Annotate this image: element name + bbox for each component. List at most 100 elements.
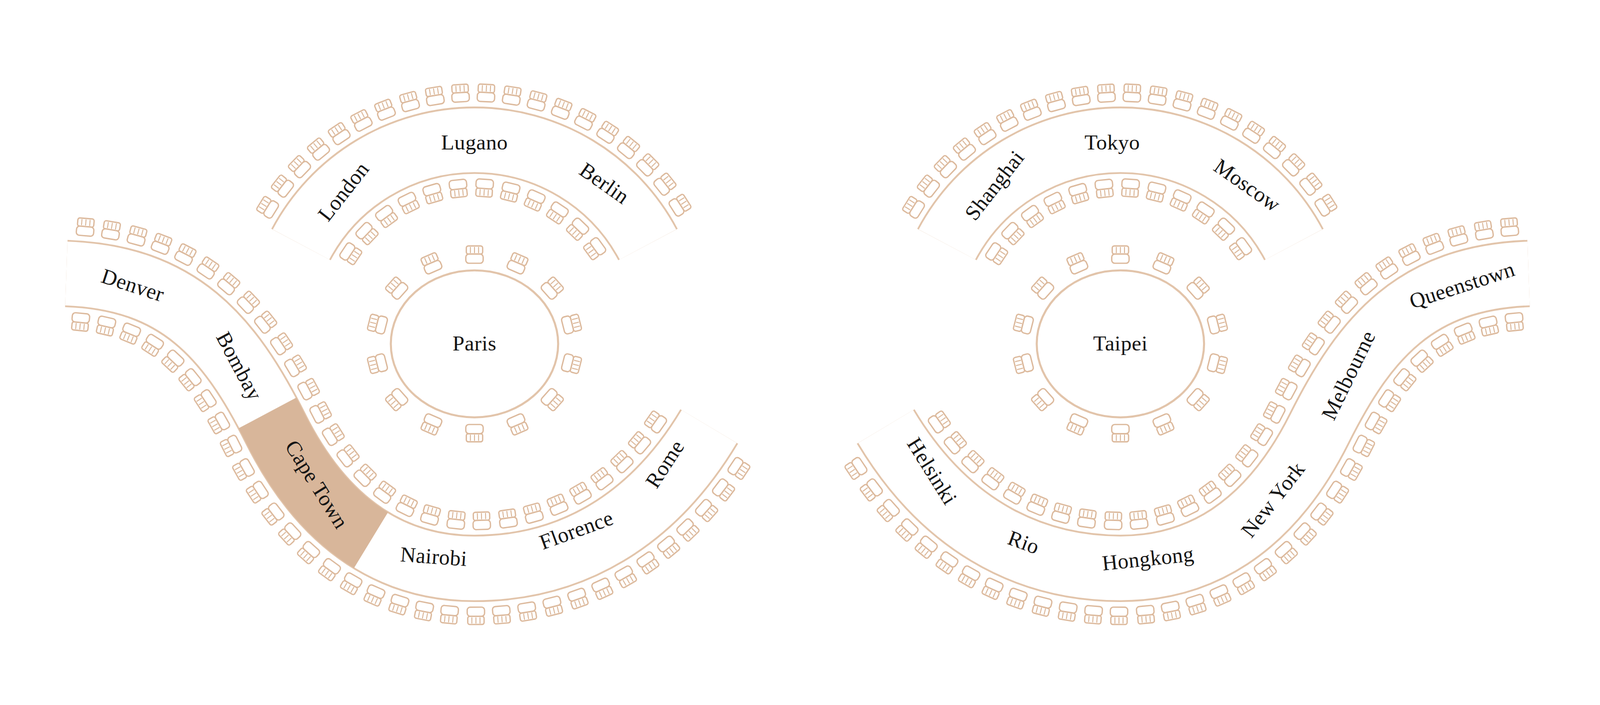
chair	[399, 91, 421, 113]
table-name: Helsinki	[902, 433, 962, 509]
round-table: Taipei	[1093, 332, 1148, 356]
table-section: Bombay	[211, 328, 267, 405]
chair	[1084, 605, 1103, 624]
table-band-fill	[301, 140, 648, 245]
table-section: Melbourne	[1317, 327, 1381, 424]
table-section: Lugano	[441, 131, 508, 155]
round-table: Paris	[452, 332, 497, 356]
chair	[354, 221, 379, 246]
chair	[957, 565, 981, 589]
chair	[668, 193, 692, 217]
chair	[1352, 434, 1376, 458]
table-section: Rome	[641, 436, 690, 493]
chair	[1430, 333, 1454, 357]
chair	[1020, 204, 1045, 229]
chair	[338, 241, 363, 266]
table-name: Shanghai	[960, 146, 1029, 225]
table-section: New York	[1237, 458, 1310, 543]
chair	[980, 466, 1005, 491]
chair	[451, 84, 470, 103]
chair	[1478, 315, 1500, 337]
chair	[1169, 189, 1192, 212]
chair	[1013, 313, 1034, 335]
table-section: Shanghai	[960, 146, 1029, 225]
chair	[1066, 413, 1089, 436]
chair	[506, 413, 529, 436]
round-table	[391, 270, 559, 418]
chair	[472, 512, 491, 530]
chair	[384, 276, 409, 301]
chair	[1392, 367, 1417, 392]
chair	[1217, 463, 1242, 488]
chair	[101, 220, 121, 241]
chair	[540, 276, 565, 301]
chair	[1314, 193, 1338, 217]
chair	[160, 349, 185, 374]
chair	[1196, 97, 1219, 120]
chair	[477, 84, 495, 102]
chair	[253, 310, 278, 335]
chair	[363, 584, 386, 607]
chair	[1209, 584, 1232, 607]
chair	[1234, 443, 1259, 468]
chair	[1228, 236, 1253, 261]
chair	[1287, 354, 1312, 378]
chair	[1207, 313, 1228, 335]
table-band	[301, 140, 648, 245]
chair	[353, 463, 378, 488]
chair	[1176, 494, 1200, 517]
chair	[1043, 191, 1066, 215]
table-section: Queenstown	[1406, 257, 1518, 314]
chair	[1051, 502, 1073, 524]
chair	[384, 387, 409, 412]
chair	[449, 179, 468, 198]
table-name: London	[313, 158, 374, 226]
chair	[424, 86, 445, 106]
highlighted-segment	[66, 273, 710, 569]
chair	[1219, 107, 1243, 131]
chair	[1409, 349, 1434, 374]
chair	[565, 217, 590, 242]
chairs	[71, 84, 1524, 625]
chair	[573, 107, 597, 131]
table-name: Nairobi	[399, 543, 468, 571]
chair	[1097, 84, 1116, 103]
chair	[1262, 401, 1286, 425]
chair	[694, 498, 719, 523]
chair	[1198, 480, 1223, 505]
chair	[1453, 322, 1476, 345]
table-band-fill	[66, 273, 710, 569]
chair	[894, 517, 919, 542]
chair	[395, 494, 418, 517]
chair	[367, 313, 388, 335]
chair	[196, 256, 220, 280]
chair	[95, 315, 117, 337]
chair	[1422, 232, 1445, 255]
chair	[643, 410, 668, 434]
table-band-fill	[947, 140, 1294, 245]
table-name: New York	[1237, 458, 1310, 543]
chair	[297, 377, 321, 401]
chair	[1152, 413, 1175, 436]
chair	[636, 550, 660, 575]
chair	[711, 477, 736, 502]
table-name: Florence	[536, 506, 617, 555]
chair	[1211, 217, 1236, 242]
table-section: London	[313, 158, 374, 226]
chair	[526, 90, 548, 112]
chair	[287, 154, 312, 179]
chair	[269, 332, 294, 356]
chair	[952, 137, 977, 162]
table-section: Denver	[98, 264, 167, 307]
chair	[1447, 225, 1469, 247]
chair	[859, 477, 884, 502]
chair	[568, 481, 592, 505]
chair	[467, 607, 485, 625]
chair	[1013, 353, 1034, 374]
chair	[1232, 572, 1256, 596]
chair	[374, 204, 399, 229]
chair	[440, 605, 459, 624]
chair	[466, 424, 484, 442]
chair	[545, 201, 570, 225]
